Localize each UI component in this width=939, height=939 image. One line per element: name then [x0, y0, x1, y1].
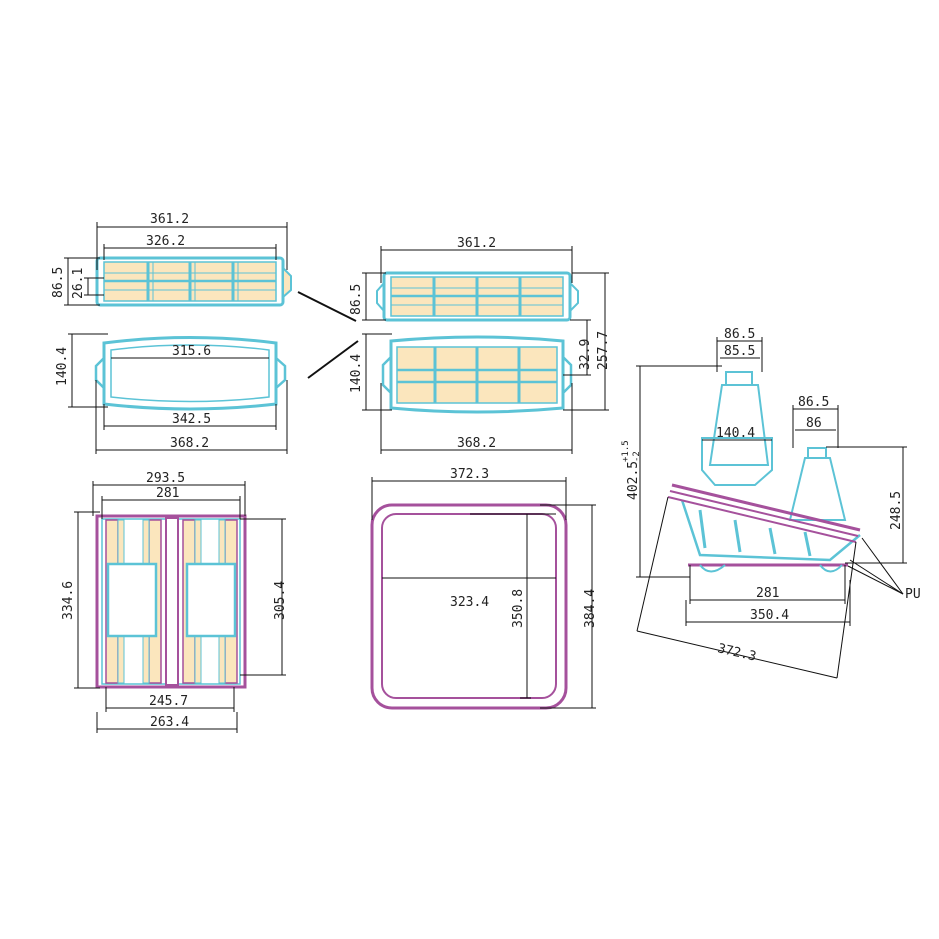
view6-dim-height-sub: -2	[632, 451, 642, 462]
view1-dimensions: 361.2 326.2 86.5 26.1	[51, 212, 288, 306]
view6-dim-right-height: 248.5	[889, 491, 904, 530]
view5-dim-inner-height: 350.8	[511, 589, 526, 628]
view4-dim-outer-width: 293.5	[146, 471, 185, 486]
view3-lower-frame	[389, 335, 565, 414]
view2-dim-bottom-width: 342.5	[172, 412, 211, 427]
view3-dim-gap: 32.9	[578, 339, 593, 370]
view3-dim-overall-width: 368.2	[457, 436, 496, 451]
view1-dim-inner-height: 26.1	[71, 268, 86, 299]
view1-handle	[282, 265, 292, 300]
view1-crate-side	[95, 256, 292, 307]
view4-center-divider	[165, 517, 179, 686]
view3-dim-lower-height: 140.4	[349, 354, 364, 393]
view4-dimensions: 293.5 281 334.6 305.4 245.7 263.4	[61, 471, 288, 733]
view2-dimensions: 315.6 140.4 342.5 368.2	[55, 333, 288, 454]
view6-dim-top-a: 86.5	[724, 327, 755, 342]
view4-dim-outer-height: 334.6	[61, 581, 76, 620]
view6-crate-body	[680, 499, 861, 562]
view5-inner-frame	[381, 513, 557, 699]
view2-inner-frame	[110, 344, 270, 403]
view6-dim-height-sup: +1.5	[621, 440, 631, 462]
view4-right-window	[185, 562, 237, 638]
view3-dim-upper-height: 86.5	[349, 284, 364, 315]
view6-dim-top-c: 86.5	[798, 395, 829, 410]
view6-dim-top-b: 85.5	[724, 344, 755, 359]
view4-dim-inner-height: 305.4	[273, 581, 288, 620]
view5-dim-outer-width: 372.3	[450, 467, 489, 482]
view4-dim-bottom-inner: 245.7	[149, 694, 188, 709]
view6-crate-ribs	[698, 509, 812, 557]
view1-dim-outer-width: 361.2	[150, 212, 189, 227]
view2-right-handle	[275, 357, 287, 389]
view5-dimensions: 372.3 323.4 350.8 384.4	[371, 467, 598, 709]
view6-dim-top-d: 86	[806, 416, 822, 431]
view6-dim-mid: 140.4	[716, 426, 755, 441]
view6-short-bottle	[788, 457, 847, 521]
view6-tall-bottle-cap	[725, 371, 753, 386]
view3-dimensions: 361.2 86.5 140.4 32.9 257.7 368.2	[349, 236, 611, 454]
view6-tall-bottle	[708, 384, 770, 466]
view6-pu-frame-top	[671, 483, 861, 532]
view2-dim-top-width: 315.6	[172, 344, 211, 359]
view6-label-pu: PU	[905, 587, 921, 602]
view6-dim-base-inner: 281	[756, 586, 779, 601]
view2-left-handle	[94, 357, 105, 389]
view3-lower-left-handle	[381, 356, 392, 394]
view1-dim-inner-width: 326.2	[146, 234, 185, 249]
view4-outer-frame	[95, 514, 247, 689]
view3-dim-total-height: 257.7	[596, 331, 611, 370]
view6-dim-diagonal: 372.3	[716, 641, 758, 664]
view3-dim-top-width: 361.2	[457, 236, 496, 251]
view4-left-window	[106, 562, 158, 638]
view4-dim-inner-width: 281	[156, 486, 179, 501]
view4-dim-bottom-outer: 263.4	[150, 715, 189, 730]
view3-stacked-crates	[376, 271, 579, 414]
view6-tilted-assembly	[667, 371, 861, 573]
view5-pu-frame	[370, 503, 568, 710]
assembly-arrow-upper	[297, 291, 357, 322]
view6-holder	[701, 437, 773, 486]
view3-upper-right-handle	[569, 282, 579, 312]
view2-dim-height: 140.4	[55, 347, 70, 386]
view1-dim-height: 86.5	[51, 267, 66, 298]
view6-dim-base-outer: 350.4	[750, 608, 789, 623]
view5-outer-frame	[370, 503, 568, 710]
view3-upper-frame	[382, 271, 572, 322]
view6-short-bottle-cap	[807, 447, 827, 459]
view6-feet	[699, 564, 843, 573]
view6-dimensions: 86.5 85.5 86.5 86 140.4 402.5 +1.5 -2 24…	[621, 327, 921, 679]
view2-dim-overall-width: 368.2	[170, 436, 209, 451]
assembly-arrow-lower	[307, 340, 359, 379]
view5-dim-inner-width: 323.4	[450, 595, 489, 610]
view5-dim-outer-height: 384.4	[583, 589, 598, 628]
view4-top-view	[95, 514, 247, 689]
view6-dim-height-main: 402.5	[626, 461, 641, 500]
view3-upper-left-handle	[376, 282, 385, 312]
